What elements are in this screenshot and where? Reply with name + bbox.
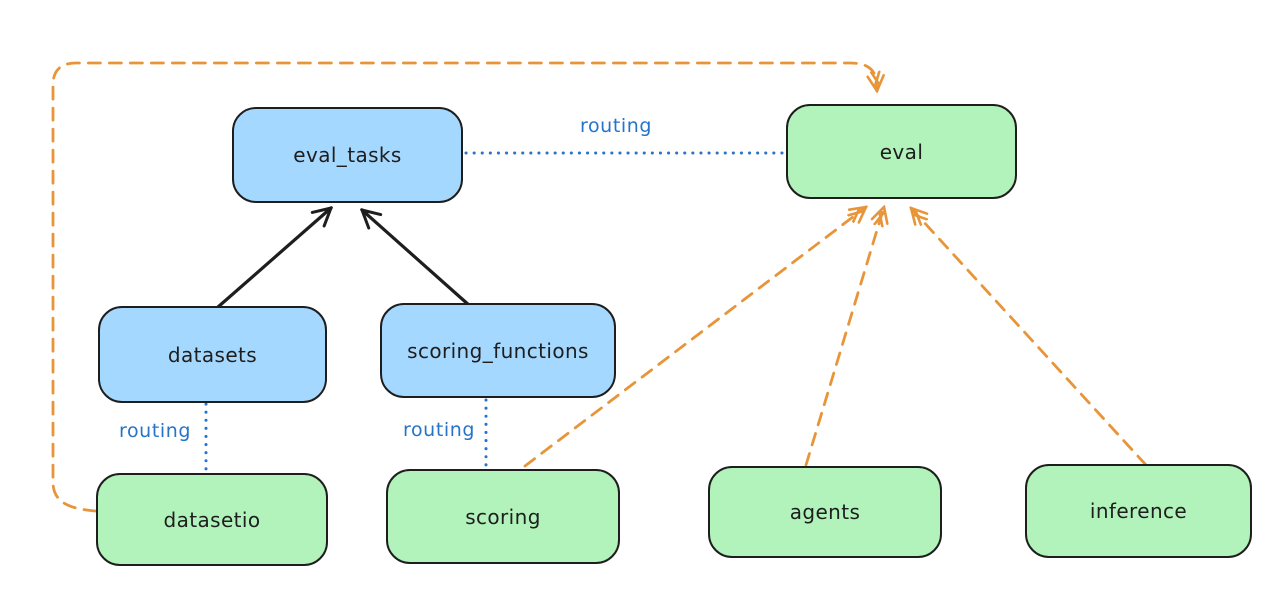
node-scoring: scoring: [386, 469, 620, 564]
edge-agents-to-eval-dashed: [804, 207, 884, 467]
node-scoring-functions: scoring_functions: [380, 303, 616, 398]
edge-label-routing-main: routing: [579, 115, 653, 137]
node-agents-label: agents: [789, 500, 861, 524]
node-datasetio: datasetio: [96, 473, 328, 566]
edge-inference-to-eval-dashed: [911, 208, 1148, 467]
edge-datasetio-to-eval-dashed: [51, 61, 877, 513]
edge-datasets-to-eval-tasks: [216, 208, 331, 309]
edge-scoring-functions-to-eval-tasks: [362, 210, 472, 308]
node-datasets: datasets: [98, 306, 327, 403]
edge-scoring-to-eval-dashed: [523, 207, 866, 468]
node-eval-tasks-label: eval_tasks: [293, 143, 402, 167]
node-scoring-label: scoring: [465, 504, 541, 529]
node-eval: eval: [786, 104, 1017, 199]
node-eval-tasks: eval_tasks: [232, 107, 463, 203]
node-agents: agents: [708, 466, 942, 558]
edge-label-routing-scoring: routing: [402, 419, 476, 441]
node-datasets-label: datasets: [167, 342, 258, 367]
edge-label-routing-datasetio: routing: [118, 420, 192, 442]
node-scoring-functions-label: scoring_functions: [407, 338, 589, 363]
node-eval-label: eval: [879, 139, 924, 164]
node-inference-label: inference: [1089, 499, 1188, 523]
node-inference: inference: [1025, 464, 1252, 558]
node-datasetio-label: datasetio: [163, 507, 261, 532]
